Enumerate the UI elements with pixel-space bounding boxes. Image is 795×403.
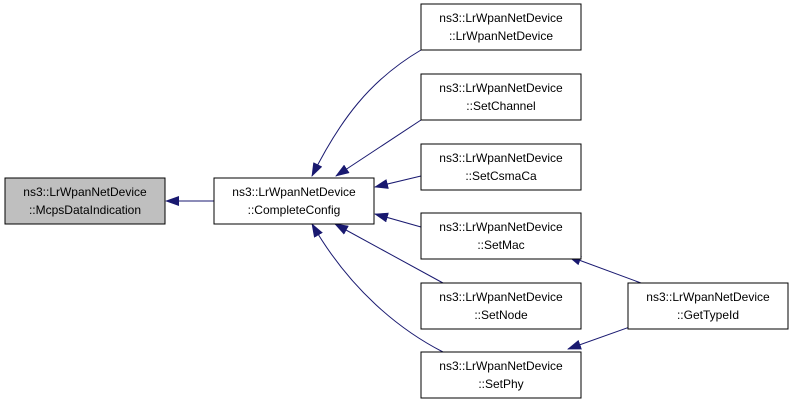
node-setnode[interactable]: ns3::LrWpanNetDevice ::SetNode (420, 282, 582, 330)
node-setmac[interactable]: ns3::LrWpanNetDevice ::SetMac (420, 212, 582, 260)
node-setnode-method: ::SetNode (474, 308, 528, 322)
edge-setchannel-to-completeconfig (335, 119, 422, 177)
node-mcpsdataindication[interactable]: ns3::LrWpanNetDevice ::McpsDataIndicatio… (4, 177, 166, 225)
node-completeconfig[interactable]: ns3::LrWpanNetDevice ::CompleteConfig (213, 177, 375, 225)
node-mcpsdataindication-class: ns3::LrWpanNetDevice (23, 185, 147, 199)
node-setcsmaca-class: ns3::LrWpanNetDevice (439, 151, 563, 165)
node-lrwpannetdevice-ctor[interactable]: ns3::LrWpanNetDevice ::LrWpanNetDevice (420, 3, 582, 51)
node-completeconfig-class: ns3::LrWpanNetDevice (232, 185, 356, 199)
node-ctor-method: ::LrWpanNetDevice (449, 29, 553, 43)
edges (165, 49, 642, 353)
edge-setnode-to-completeconfig (334, 223, 444, 284)
node-setnode-class: ns3::LrWpanNetDevice (439, 290, 563, 304)
node-setmac-method: ::SetMac (477, 238, 524, 252)
edge-setcsmaca-to-completeconfig (374, 175, 422, 189)
node-setphy-method: ::SetPhy (478, 377, 523, 391)
nodes: ns3::LrWpanNetDevice ::McpsDataIndicatio… (4, 3, 789, 399)
node-setphy-class: ns3::LrWpanNetDevice (439, 359, 563, 373)
node-completeconfig-method: ::CompleteConfig (248, 203, 341, 217)
node-setchannel-method: ::SetChannel (466, 99, 535, 113)
node-ctor-class: ns3::LrWpanNetDevice (439, 11, 563, 25)
node-setchannel-class: ns3::LrWpanNetDevice (439, 81, 563, 95)
edge-setmac-to-completeconfig (374, 212, 422, 228)
edge-gettypeid-to-setmac (567, 255, 642, 284)
edge-setphy-to-completeconfig (311, 223, 444, 353)
node-gettypeid[interactable]: ns3::LrWpanNetDevice ::GetTypeId (627, 282, 789, 330)
node-setcsmaca-method: ::SetCsmaCa (465, 169, 537, 183)
node-gettypeid-class: ns3::LrWpanNetDevice (646, 290, 770, 304)
node-gettypeid-method: ::GetTypeId (677, 308, 739, 322)
node-setmac-class: ns3::LrWpanNetDevice (439, 220, 563, 234)
node-setcsmaca[interactable]: ns3::LrWpanNetDevice ::SetCsmaCa (420, 143, 582, 191)
edge-lrwpannetdevice-to-completeconfig (311, 49, 422, 177)
node-setphy[interactable]: ns3::LrWpanNetDevice ::SetPhy (420, 351, 582, 399)
node-setchannel[interactable]: ns3::LrWpanNetDevice ::SetChannel (420, 73, 582, 121)
node-mcpsdataindication-method: ::McpsDataIndication (29, 203, 141, 217)
